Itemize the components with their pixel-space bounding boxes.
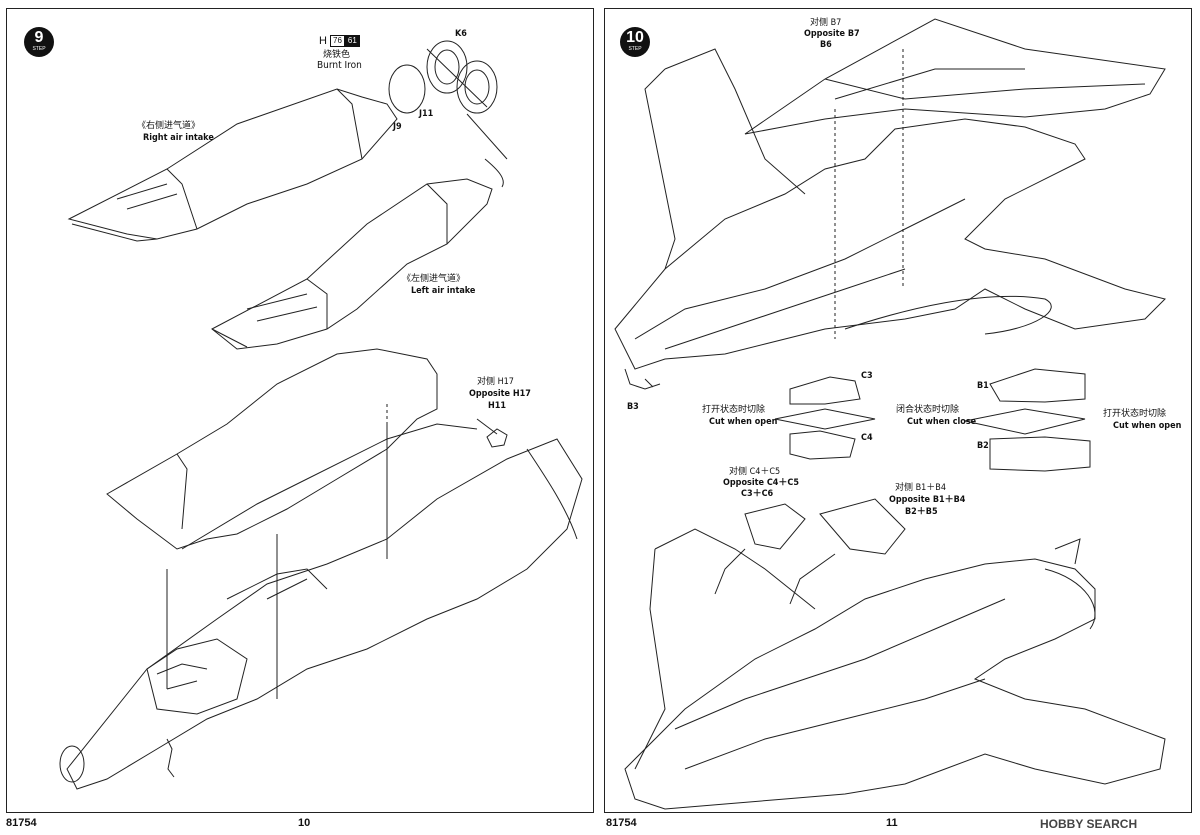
parts-c3c6: C3＋C6 — [741, 489, 774, 499]
footer-code-left: 81754 — [6, 817, 37, 829]
paint-code-letter: H — [319, 35, 327, 47]
right-intake-label-en: Right air intake — [143, 133, 214, 143]
step-badge: 10 STEP — [620, 27, 650, 57]
part-k6: K6 — [455, 29, 467, 39]
opposite-h17-en: Opposite H17 — [469, 389, 531, 399]
part-b2: B2 — [977, 441, 989, 451]
watermark: HOBBY SEARCH — [1040, 817, 1138, 831]
part-b6: B6 — [820, 40, 832, 50]
footer-code-right: 81754 — [606, 817, 637, 829]
step-number: 10 — [626, 29, 644, 46]
opposite-h17-cn: 对侧 H17 — [477, 377, 514, 387]
part-b3: B3 — [627, 402, 639, 412]
step-badge: 9 STEP — [24, 27, 54, 57]
cut-close-en: Cut when close — [907, 417, 977, 427]
part-c3: C3 — [861, 371, 873, 381]
cut-open-en: Cut when open — [709, 417, 778, 427]
step-9-drawing — [59, 40, 583, 790]
cut-open2-cn: 打开状态时切除 — [1103, 409, 1167, 419]
parts-b2b5: B2＋B5 — [905, 507, 938, 517]
paint-code-1: 76 — [330, 35, 345, 48]
cut-close-cn: 闭合状态时切除 — [896, 405, 960, 415]
step-word: STEP — [628, 46, 642, 52]
opposite-b7-cn: 对侧 B7 — [810, 18, 842, 28]
opposite-b1b4-en: Opposite B1＋B4 — [889, 495, 966, 505]
opposite-c4c5-en: Opposite C4＋C5 — [723, 478, 799, 488]
page-number-right: 11 — [886, 817, 898, 829]
instruction-page-right: 10 STEP 对侧 B7 Opposite B7 B6 B3 C3 C4 打开… — [604, 8, 1192, 813]
opposite-b7-en: Opposite B7 — [804, 29, 860, 39]
paint-name-en: Burnt Iron — [317, 60, 362, 71]
left-intake-label-cn: 《左侧进气道》 — [402, 274, 466, 284]
step-10-drawing — [614, 18, 1166, 810]
opposite-c4c5-cn: 对侧 C4＋C5 — [729, 467, 781, 477]
part-h11: H11 — [488, 401, 507, 411]
cut-open2-en: Cut when open — [1113, 421, 1182, 431]
right-intake-label-cn: 《右侧进气道》 — [137, 121, 201, 131]
part-j9: J9 — [393, 122, 402, 132]
page-number-left: 10 — [298, 817, 311, 829]
part-b1: B1 — [977, 381, 989, 391]
paint-code-2: 61 — [344, 35, 360, 48]
opposite-b1b4-cn: 对侧 B1＋B4 — [895, 483, 946, 493]
cut-open-cn: 打开状态时切除 — [702, 405, 766, 415]
paint-name-cn: 烧铁色 — [323, 50, 351, 60]
part-c4: C4 — [861, 433, 873, 443]
step-number: 9 — [34, 29, 44, 46]
left-intake-label-en: Left air intake — [411, 286, 476, 296]
step-word: STEP — [32, 46, 46, 52]
part-j11: J11 — [419, 109, 434, 119]
